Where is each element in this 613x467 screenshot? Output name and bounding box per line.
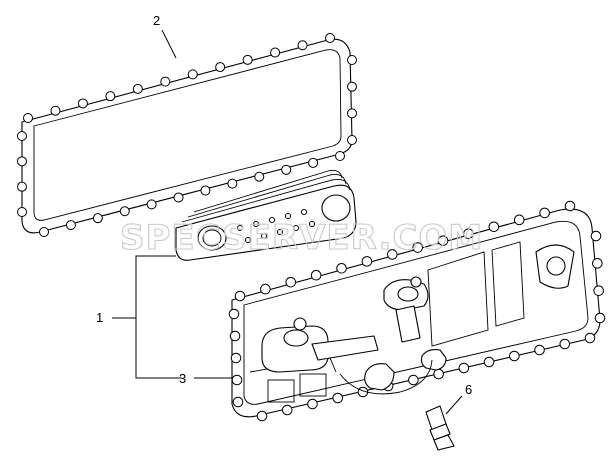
bolt-hole bbox=[534, 344, 545, 356]
bolt-hole bbox=[119, 206, 130, 217]
sensor-plug bbox=[425, 395, 463, 451]
bolt-hole bbox=[297, 40, 308, 51]
bolt-hole bbox=[261, 233, 267, 239]
bolt-hole bbox=[50, 105, 61, 116]
bolt-hole bbox=[254, 171, 265, 182]
bolt-hole bbox=[23, 113, 33, 123]
bolt-hole bbox=[488, 221, 500, 233]
oil-cooler-holes bbox=[237, 209, 315, 243]
bolt-hole bbox=[230, 352, 242, 364]
bolt-hole bbox=[347, 135, 357, 145]
bolt-hole bbox=[245, 237, 251, 243]
bolt-hole bbox=[237, 225, 243, 231]
callout-2: 2 bbox=[153, 13, 160, 28]
bolt-hole bbox=[307, 398, 318, 410]
bolt-hole bbox=[539, 207, 550, 219]
bolt-hole bbox=[242, 54, 253, 65]
bolt-hole bbox=[231, 374, 243, 386]
bolt-hole bbox=[281, 164, 292, 175]
bolt-hole bbox=[590, 230, 602, 242]
bolt-hole bbox=[17, 131, 27, 141]
bolt-hole bbox=[256, 410, 268, 422]
bolt-hole bbox=[215, 62, 226, 73]
bolt-hole bbox=[173, 192, 184, 203]
bolt-hole bbox=[335, 151, 345, 161]
bolt-hole bbox=[285, 213, 291, 219]
bolt-hole bbox=[229, 330, 241, 342]
bolt-hole bbox=[200, 185, 211, 196]
bolt-hole bbox=[105, 91, 116, 102]
oil-cooler-element bbox=[175, 169, 357, 261]
bolt-hole bbox=[39, 227, 49, 237]
bolt-hole bbox=[325, 33, 335, 43]
bolt-hole bbox=[65, 220, 76, 231]
bolt-hole bbox=[269, 217, 275, 223]
bolt-hole bbox=[277, 229, 283, 235]
bolt-hole bbox=[92, 213, 103, 224]
bolt-hole bbox=[463, 228, 474, 239]
bolt-hole bbox=[308, 157, 319, 168]
cover-bolts bbox=[228, 200, 606, 422]
gasket bbox=[17, 33, 357, 237]
bolt-hole bbox=[458, 362, 470, 374]
watermark-text: SPECSERVER.COM bbox=[120, 218, 483, 258]
bolt-hole bbox=[232, 396, 244, 408]
bolt-hole bbox=[17, 156, 27, 167]
bolt-hole bbox=[281, 404, 293, 416]
bolt-hole bbox=[270, 47, 281, 58]
bolt-hole bbox=[483, 356, 495, 368]
bolt-hole bbox=[146, 199, 157, 210]
callout-3: 3 bbox=[179, 371, 186, 386]
callout-1: 1 bbox=[96, 310, 103, 325]
bolt-hole bbox=[17, 207, 27, 217]
callout-6: 6 bbox=[465, 382, 472, 397]
leader-lines bbox=[112, 29, 232, 379]
bolt-hole bbox=[332, 392, 343, 404]
bolt-hole bbox=[301, 209, 307, 215]
bolt-hole bbox=[228, 308, 240, 320]
bolt-hole bbox=[513, 214, 525, 226]
bolt-hole bbox=[336, 263, 347, 274]
oil-cooler-cover bbox=[228, 200, 606, 422]
bolt-hole bbox=[309, 221, 315, 227]
bolt-hole bbox=[253, 221, 259, 227]
bolt-hole bbox=[437, 235, 449, 246]
bolt-hole bbox=[559, 338, 571, 350]
bolt-hole bbox=[408, 374, 419, 386]
bolt-hole bbox=[132, 83, 143, 94]
bolt-hole bbox=[160, 76, 171, 87]
bolt-hole bbox=[234, 290, 246, 302]
bolt-hole bbox=[77, 98, 88, 109]
bolt-hole bbox=[17, 181, 27, 192]
bolt-hole bbox=[293, 225, 299, 231]
bolt-hole bbox=[310, 269, 322, 281]
bolt-hole bbox=[285, 276, 297, 288]
bolt-hole bbox=[592, 258, 603, 269]
bolt-hole bbox=[347, 81, 357, 92]
bolt-hole bbox=[593, 285, 604, 296]
bolt-hole bbox=[361, 256, 373, 267]
bolt-hole bbox=[564, 200, 576, 212]
bolt-hole bbox=[412, 242, 423, 253]
bolt-hole bbox=[347, 55, 357, 65]
gasket-bolt-holes bbox=[17, 33, 357, 237]
bolt-hole bbox=[433, 368, 444, 380]
bolt-hole bbox=[509, 350, 520, 362]
bolt-hole bbox=[187, 69, 198, 80]
bolt-hole bbox=[584, 332, 596, 344]
bolt-hole bbox=[227, 178, 238, 189]
bolt-hole bbox=[387, 249, 398, 260]
bolt-hole bbox=[594, 312, 606, 324]
bolt-hole bbox=[260, 283, 271, 295]
bolt-hole bbox=[347, 108, 357, 119]
